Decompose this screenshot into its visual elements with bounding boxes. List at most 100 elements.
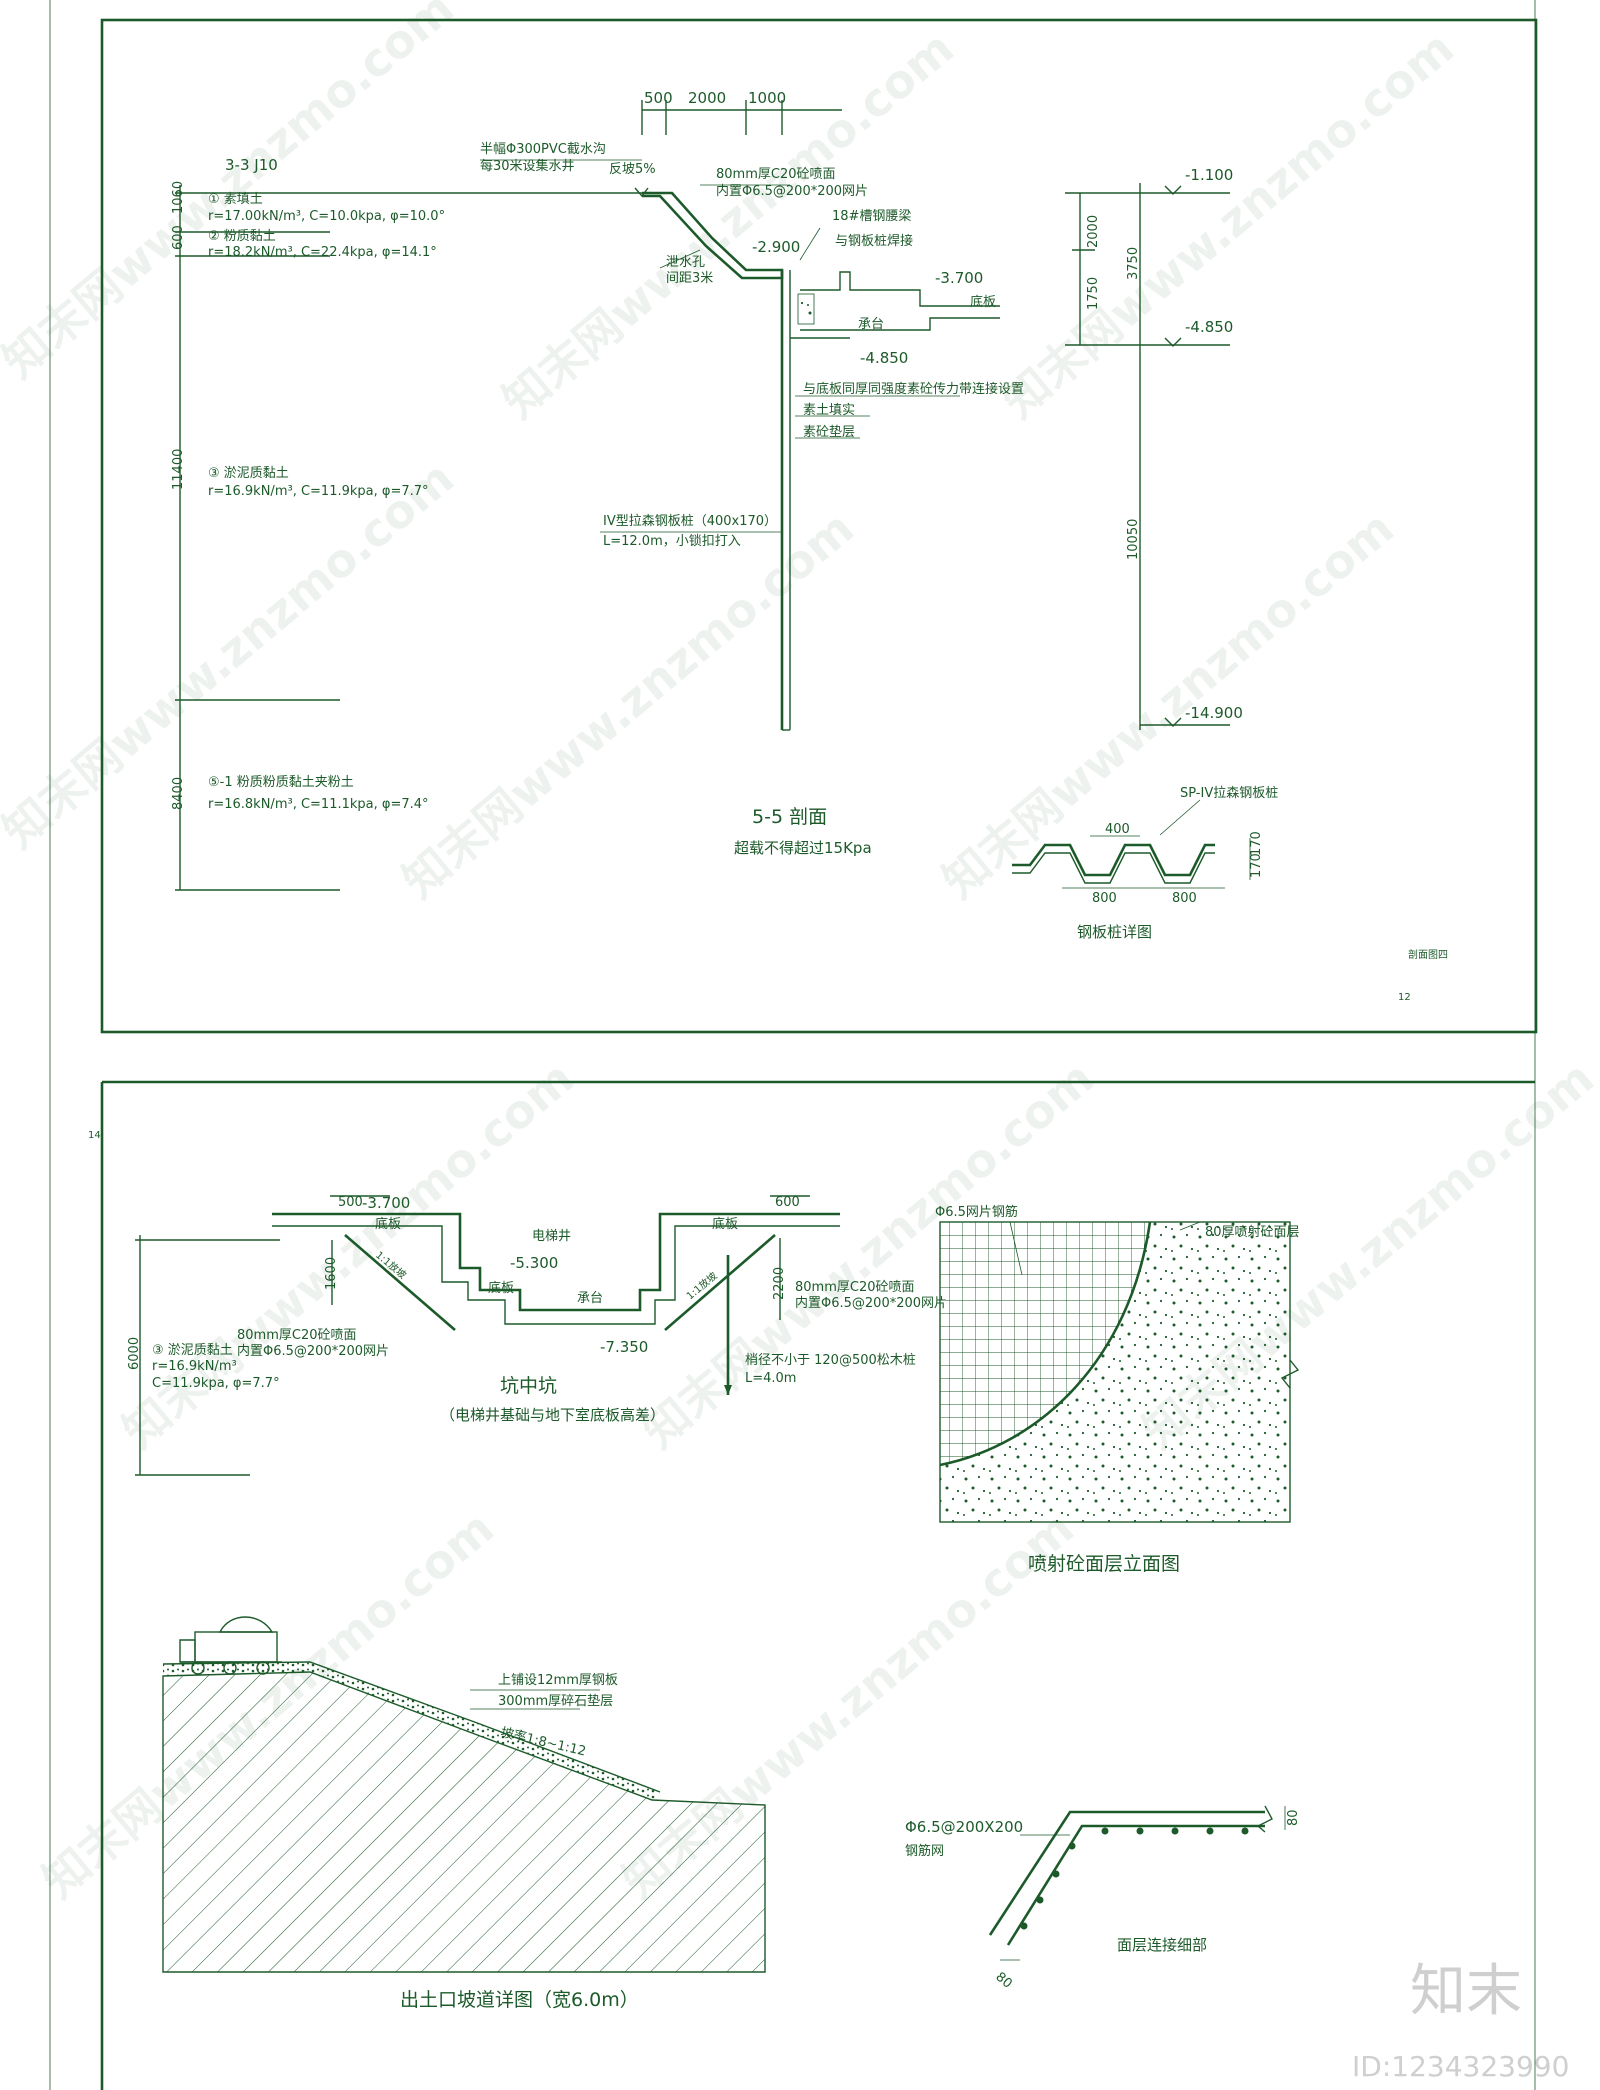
pit-elev-3700: -3.700 <box>362 1194 410 1212</box>
section-subtitle: 超载不得超过15Kpa <box>734 839 872 857</box>
watermark-2: 知末网www.znzmo.com <box>492 21 963 429</box>
ramp-title: 出土口坡道详图（宽6.0m） <box>400 1989 639 2011</box>
pile-dim-170a: 170 <box>1249 853 1264 878</box>
corner-note: 剖面图四 <box>1408 948 1448 961</box>
shotcrete-facade: Φ6.5网片钢筋 80厚喷射砼面层 喷射砼面层立面图 <box>935 1204 1300 1575</box>
layer-5-1-props: r=16.8kN/m³, C=11.1kpa, φ=7.4° <box>208 797 429 812</box>
pit-soil-2: r=16.9kN/m³ <box>152 1359 237 1374</box>
pile-dim-400: 400 <box>1105 822 1130 837</box>
right-dim-1750: 1750 <box>1086 277 1101 310</box>
drain-note: 半幅Φ300PVC截水沟 <box>480 142 606 157</box>
pit-title: 坑中坑 <box>500 1375 557 1397</box>
weep-note-1: 泄水孔 <box>666 255 705 270</box>
excavation-section <box>480 159 1000 731</box>
sheet-2-page-no: 14 <box>88 1130 101 1141</box>
layer-1-name: ① 素填土 <box>208 192 263 207</box>
dim-1000: 1000 <box>748 89 786 107</box>
pit-pile-2: L=4.0m <box>745 1371 796 1386</box>
dim-2000: 2000 <box>688 89 726 107</box>
spray-note-2: 内置Φ6.5@200*200网片 <box>716 183 868 199</box>
joint-dim-80a: 80 <box>1286 1809 1301 1826</box>
pit-dim-600: 600 <box>775 1195 800 1210</box>
pit-dim-2200: 2200 <box>772 1267 787 1300</box>
facade-layer-label: 80厚喷射砼面层 <box>1205 1224 1300 1240</box>
band-note: 与底板同厚同强度素砼传力带连接设置 <box>803 381 1024 397</box>
slab-label: 底板 <box>970 294 996 310</box>
sheet-1-page-no: 12 <box>1398 992 1411 1003</box>
joint-detail: Φ6.5@200X200 钢筋网 80 80 面层连接细部 <box>905 1805 1301 1992</box>
section-title: 5-5 剖面 <box>752 806 827 828</box>
ramp-note-2: 300mm厚碎石垫层 <box>498 1693 613 1709</box>
joint-title: 面层连接细部 <box>1117 1936 1207 1954</box>
sheet-2: 14 500 600 1600 2200 6000 -3.700 -5.300 … <box>49 1058 1536 2090</box>
pit-spray-right-1: 80mm厚C20砼喷面 <box>795 1280 915 1295</box>
watermark-6: 知末网www.znzmo.com <box>932 501 1403 909</box>
slope-note: 反坡5% <box>609 162 656 177</box>
pile-detail-title: 钢板桩详图 <box>1077 923 1152 941</box>
joint-mesh-2: 钢筋网 <box>905 1843 944 1859</box>
watermarks: 知末网www.znzmo.com 知末网www.znzmo.com 知末网www… <box>0 0 1600 1908</box>
pit-dim-6000: 6000 <box>127 1337 142 1370</box>
brand-id: ID:1234323990 <box>1352 2050 1569 2083</box>
elev-2900: -2.900 <box>752 238 800 256</box>
watermark-11: 知末网www.znzmo.com <box>612 1501 1083 1909</box>
pit-spray-left-1: 80mm厚C20砼喷面 <box>237 1328 357 1343</box>
layer-5-1-name: ⑤-1 粉质粉质黏土夹粉土 <box>208 774 354 790</box>
layer-2-name: ② 粉质黏土 <box>208 228 276 244</box>
right-elevation-column: -1.100 -4.850 -14.900 2000 1750 3750 100… <box>1065 166 1243 730</box>
truck-icon <box>179 1616 282 1675</box>
pit-slab-left: 底板 <box>375 1216 401 1232</box>
left-dim-11400: 11400 <box>171 449 186 490</box>
right-elev-14900: -14.900 <box>1185 704 1243 722</box>
layer-3-props: r=16.9kN/m³, C=11.9kpa, φ=7.7° <box>208 484 429 499</box>
pit-dim-500: 500 <box>338 1195 363 1210</box>
right-dim-10050: 10050 <box>1126 519 1141 560</box>
weep-note-2: 间距3米 <box>666 271 713 286</box>
exit-ramp: 上铺设12mm厚钢板 300mm厚碎石垫层 坡率1:8~1:12 出土口坡道详图… <box>162 1616 766 2011</box>
watermark-1: 知末网www.znzmo.com <box>0 0 464 388</box>
cap-label: 承台 <box>858 317 884 332</box>
pit-spray-left-2: 内置Φ6.5@200*200网片 <box>237 1343 389 1359</box>
layer-3-name: ③ 淤泥质黏土 <box>208 465 289 481</box>
elev-4850: -4.850 <box>860 349 908 367</box>
pile-dim-800a: 800 <box>1092 891 1117 906</box>
sheet-1: 3-3 J10 500 2000 1000 1060 600 11400 840… <box>49 0 1538 1058</box>
layer-2-props: r=18.2kN/m³, C=22.4kpa, φ=14.1° <box>208 245 437 260</box>
rebar-dots <box>1020 1827 1249 1930</box>
pit-cap: 承台 <box>577 1291 603 1306</box>
left-dim-8400: 8400 <box>171 777 186 810</box>
pile-dim-170b: 170 <box>1249 831 1264 856</box>
spray-note-1: 80mm厚C20砼喷面 <box>716 167 836 182</box>
joint-dim-80b: 80 <box>992 1970 1014 1992</box>
waist-note-2: 与钢板桩焊接 <box>835 233 913 249</box>
layer-1-props: r=17.00kN/m³, C=10.0kpa, φ=10.0° <box>208 209 445 224</box>
right-elev-1100: -1.100 <box>1185 166 1233 184</box>
pile-note-2: L=12.0m，小锁扣打入 <box>603 533 741 549</box>
sheet-pile-detail: SP-IV拉森钢板桩 400 800 800 170 170 钢板桩详图 <box>1012 786 1278 941</box>
facade-mesh-label: Φ6.5网片钢筋 <box>935 1204 1018 1220</box>
right-dim-2000: 2000 <box>1086 215 1101 248</box>
waist-note-1: 18#槽钢腰梁 <box>832 209 911 224</box>
brand-logo: 知末 <box>1410 1959 1522 2024</box>
pit-spray-right-2: 内置Φ6.5@200*200网片 <box>795 1295 947 1311</box>
fill-note: 素土填实 <box>803 403 855 418</box>
right-elev-4850: -4.850 <box>1185 318 1233 336</box>
cushion-note: 素砼垫层 <box>803 424 855 440</box>
pile-note-1: IV型拉森钢板桩（400x170） <box>603 514 777 529</box>
sheet-1-frame <box>100 18 1538 1034</box>
joint-mesh-1: Φ6.5@200X200 <box>905 1818 1023 1836</box>
pit-soil-3: C=11.9kpa, φ=7.7° <box>152 1376 280 1391</box>
left-dim-1060: 1060 <box>171 181 186 214</box>
drain-note-2: 每30米设集水井 <box>480 158 575 174</box>
right-dim-3750: 3750 <box>1126 247 1141 280</box>
pit-subtitle: （电梯井基础与地下室底板高差） <box>440 1406 665 1424</box>
pit-pile-1: 梢径不小于 120@500松木桩 <box>745 1353 916 1368</box>
pit-slab-right: 底板 <box>712 1216 738 1232</box>
watermark-3: 知末网www.znzmo.com <box>992 21 1463 429</box>
elev-3700: -3.700 <box>935 269 983 287</box>
facade-title: 喷射砼面层立面图 <box>1028 1553 1180 1575</box>
pit-dim-1600: 1600 <box>324 1257 339 1290</box>
top-dimension-chain: 500 2000 1000 <box>641 89 842 135</box>
pile-dim-800b: 800 <box>1172 891 1197 906</box>
